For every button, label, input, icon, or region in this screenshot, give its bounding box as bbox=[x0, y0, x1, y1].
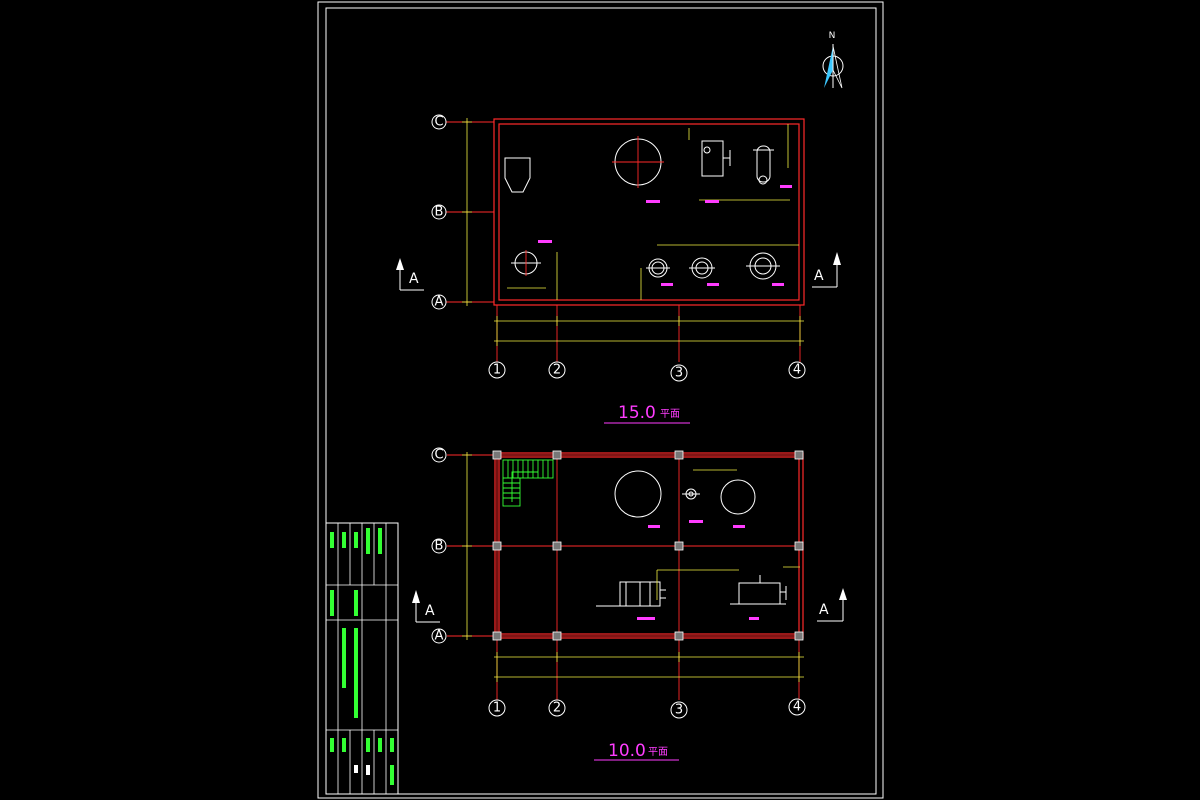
svg-text:2: 2 bbox=[553, 701, 561, 716]
plan-15-col-bubble-4: 4 bbox=[788, 361, 806, 379]
plan-15-section-marker-right: A bbox=[812, 252, 841, 288]
plan-15-tank-middle bbox=[689, 257, 715, 279]
svg-text:B: B bbox=[435, 205, 444, 220]
svg-text:2: 2 bbox=[553, 363, 561, 378]
plan-10-section-marker-right: A bbox=[817, 588, 847, 622]
svg-text:1: 1 bbox=[493, 701, 501, 716]
plan-15-pump-box bbox=[701, 140, 731, 177]
plan-15-title-suffix: 平面 bbox=[660, 409, 680, 420]
title-block bbox=[325, 522, 399, 795]
plan-15-col-bubble-3: 3 bbox=[670, 364, 688, 382]
svg-text:3: 3 bbox=[675, 703, 683, 718]
plan-15-col-bubble-1: 1 bbox=[488, 361, 506, 379]
north-arrow: N bbox=[822, 31, 844, 89]
plan-15-vertical-vessel bbox=[753, 145, 774, 185]
plan-10-medium-tank bbox=[720, 479, 756, 515]
svg-text:4: 4 bbox=[793, 700, 801, 715]
sheet-inner-border bbox=[325, 7, 877, 795]
svg-text:B: B bbox=[435, 539, 444, 554]
plan-10-row-bubble-a: A bbox=[431, 628, 447, 644]
plan-15-col-bubble-2: 2 bbox=[548, 361, 566, 379]
plan-10-title-number: 10.0 bbox=[608, 741, 646, 761]
plan-10-title: 10.0 平面 bbox=[594, 741, 679, 761]
plan-15-tank-small bbox=[646, 258, 670, 278]
plan-15-tank-right bbox=[746, 252, 780, 280]
plan-10-stair bbox=[502, 459, 554, 507]
plan-15-row-bubble-a: A bbox=[431, 294, 447, 310]
plan-15-outer-wall bbox=[493, 118, 805, 306]
svg-text:4: 4 bbox=[793, 363, 801, 378]
plan-10-col-bubble-4: 4 bbox=[788, 698, 806, 716]
plan-10-compressor bbox=[596, 581, 666, 607]
svg-text:3: 3 bbox=[675, 366, 683, 381]
plan-10-title-suffix: 平面 bbox=[648, 747, 668, 758]
plan-15-row-bubble-b: B bbox=[431, 204, 447, 220]
svg-text:A: A bbox=[409, 271, 419, 287]
plan-15-section-marker-left: A bbox=[396, 258, 424, 291]
north-label: N bbox=[829, 31, 836, 41]
plan-15-title: 15.0 平面 bbox=[604, 403, 690, 424]
svg-text:1: 1 bbox=[493, 363, 501, 378]
plan-10-small-pump bbox=[682, 488, 700, 500]
svg-text:A: A bbox=[435, 629, 444, 644]
plan-15-hopper bbox=[504, 157, 531, 193]
plan-10-outer-wall bbox=[494, 452, 804, 639]
svg-text:A: A bbox=[814, 268, 824, 284]
plan-10-col-bubble-1: 1 bbox=[488, 699, 506, 717]
plan-10-col-bubble-2: 2 bbox=[548, 699, 566, 717]
plan-10-box-unit bbox=[730, 575, 787, 605]
plan-10: C B A 1 2 3 4 bbox=[412, 447, 847, 761]
plan-15-large-tank bbox=[612, 136, 664, 188]
svg-text:C: C bbox=[434, 115, 443, 130]
plan-15-row-bubble-c: C bbox=[431, 114, 447, 130]
plan-10-section-marker-left: A bbox=[412, 590, 440, 623]
plan-10-row-bubble-c: C bbox=[431, 447, 447, 463]
plan-15-tank-left bbox=[511, 250, 541, 276]
plan-10-inner-wall bbox=[498, 456, 800, 635]
plan-15: C B A 1 2 3 4 bbox=[396, 114, 841, 424]
plan-15-title-number: 15.0 bbox=[618, 403, 656, 423]
svg-text:A: A bbox=[819, 602, 829, 618]
svg-text:A: A bbox=[435, 295, 444, 310]
plan-15-inner-wall bbox=[498, 123, 800, 301]
sheet-outer-border bbox=[317, 1, 884, 799]
plan-10-row-bubble-b: B bbox=[431, 538, 447, 554]
svg-text:C: C bbox=[434, 448, 443, 463]
plan-10-col-bubble-3: 3 bbox=[670, 701, 688, 719]
svg-text:A: A bbox=[425, 603, 435, 619]
plan-10-large-tank bbox=[614, 470, 662, 518]
